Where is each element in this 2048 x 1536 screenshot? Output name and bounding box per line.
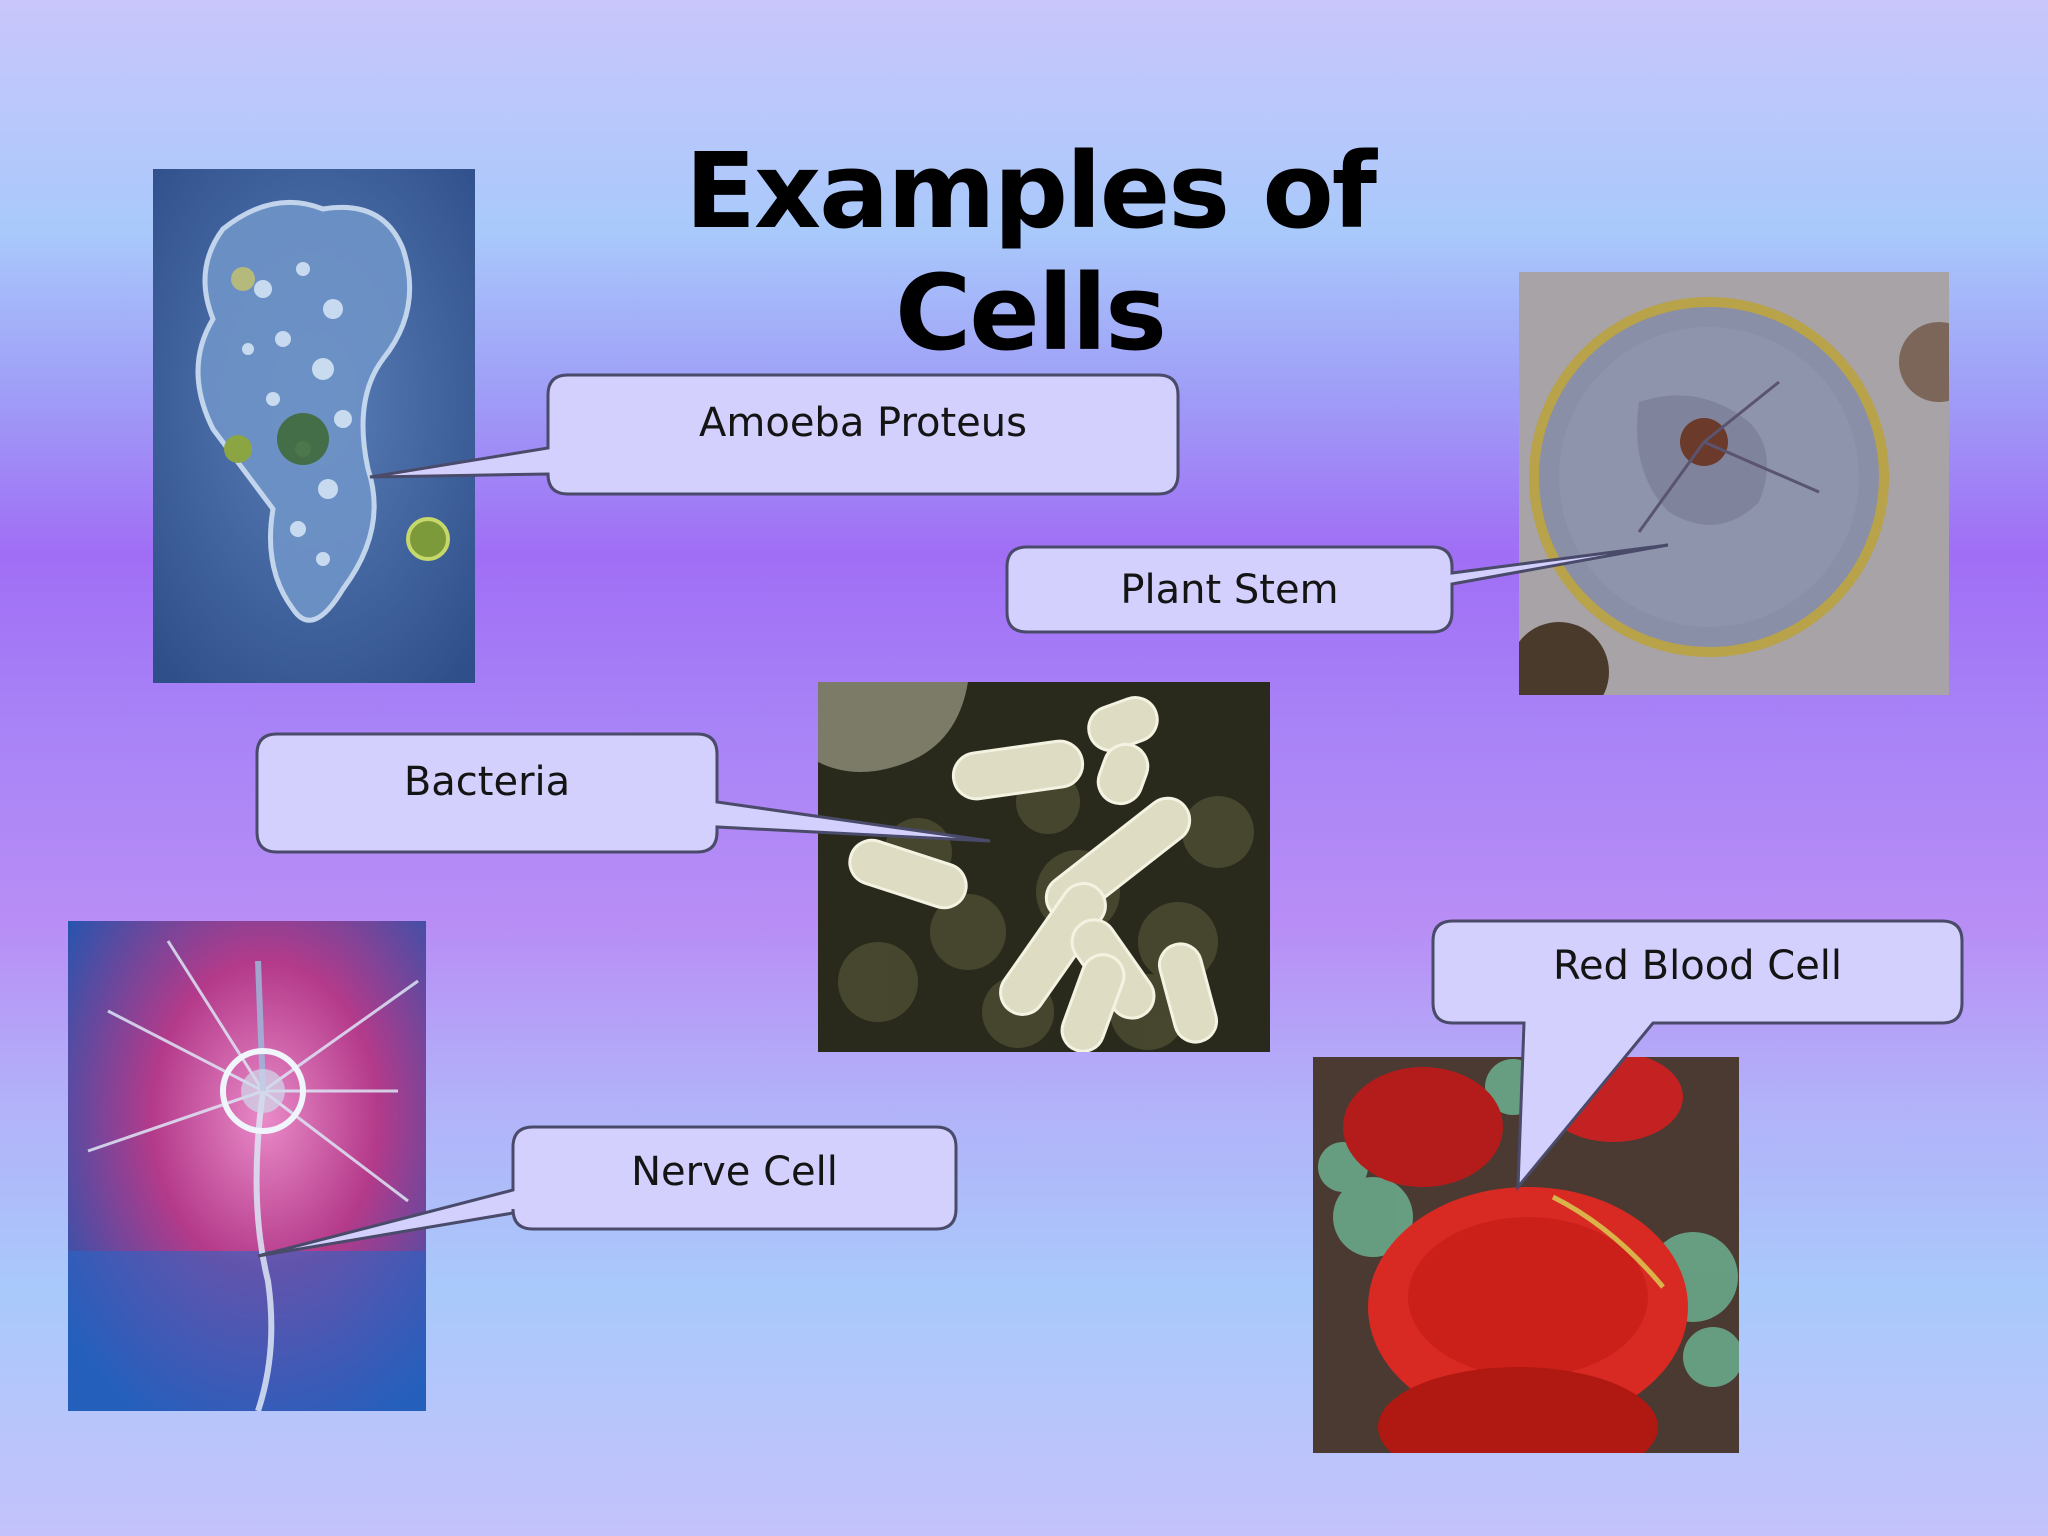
callout-label-red-blood-cell: Red Blood Cell <box>1552 943 1843 989</box>
nerve-cell-photo <box>68 921 426 1411</box>
callout-label-plant-stem: Plant Stem <box>1120 566 1339 613</box>
bacteria-photo <box>818 682 1270 1052</box>
callout-label-bacteria: Bacteria <box>403 759 571 805</box>
callout-label-amoeba: Amoeba Proteus <box>699 400 1027 446</box>
amoeba-photo <box>153 169 475 683</box>
plant-stem-photo <box>1519 272 1949 695</box>
callout-label-nerve-cell: Nerve Cell <box>631 1149 838 1195</box>
red-blood-cell-photo <box>1313 1057 1739 1453</box>
slide-title: Examples of Cells <box>684 130 1377 374</box>
